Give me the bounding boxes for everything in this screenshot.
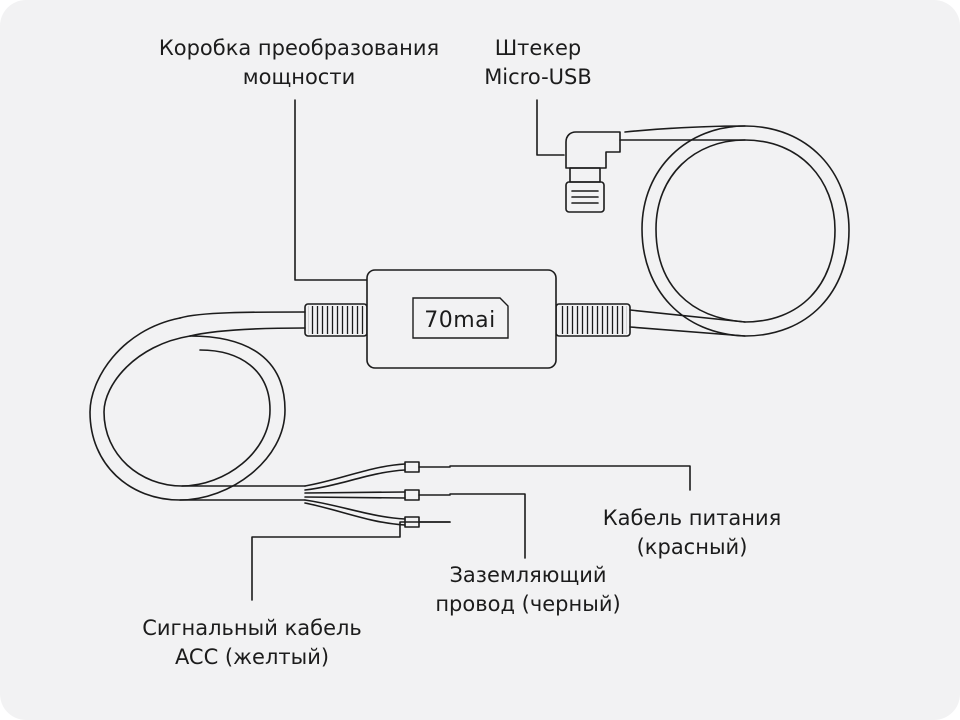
label-power-box: Коробка преобразования мощности [146,34,452,92]
ridges-left [308,306,364,334]
wire-terminals [404,461,451,528]
brand-logo: 70mai [424,308,496,333]
label-power-box-line2: мощности [242,65,356,89]
micro-usb-plug [565,131,621,213]
label-micro-usb-line2: Micro-USB [484,65,592,89]
label-ground-wire-line1: Заземляющий [449,563,607,587]
label-power-cable-line2: (красный) [636,535,748,559]
label-acc-cable-line1: Сигнальный кабель [142,616,362,640]
leader-power-cable [449,465,691,491]
label-power-cable-line1: Кабель питания [602,506,782,530]
converter-box: 70mai [366,269,557,369]
label-acc-cable: Сигнальный кабель ACC (желтый) [128,614,376,672]
ridges-right [559,306,627,334]
leader-acc-cable [251,521,451,601]
leader-ground-wire [449,493,526,559]
left-cable [89,311,306,501]
label-power-box-line1: Коробка преобразования [158,36,440,60]
leader-power-box [294,99,368,281]
label-power-cable: Кабель питания (красный) [592,504,792,562]
label-micro-usb-line1: Штекер [494,36,582,60]
label-ground-wire-line2: провод (черный) [435,592,621,616]
label-ground-wire: Заземляющий провод (черный) [420,561,636,619]
label-acc-cable-line2: ACC (желтый) [174,645,330,669]
right-cable [619,125,850,337]
leader-micro-usb [536,99,565,156]
label-micro-usb: Штекер Micro-USB [470,34,606,92]
wire-bundle [304,463,406,526]
